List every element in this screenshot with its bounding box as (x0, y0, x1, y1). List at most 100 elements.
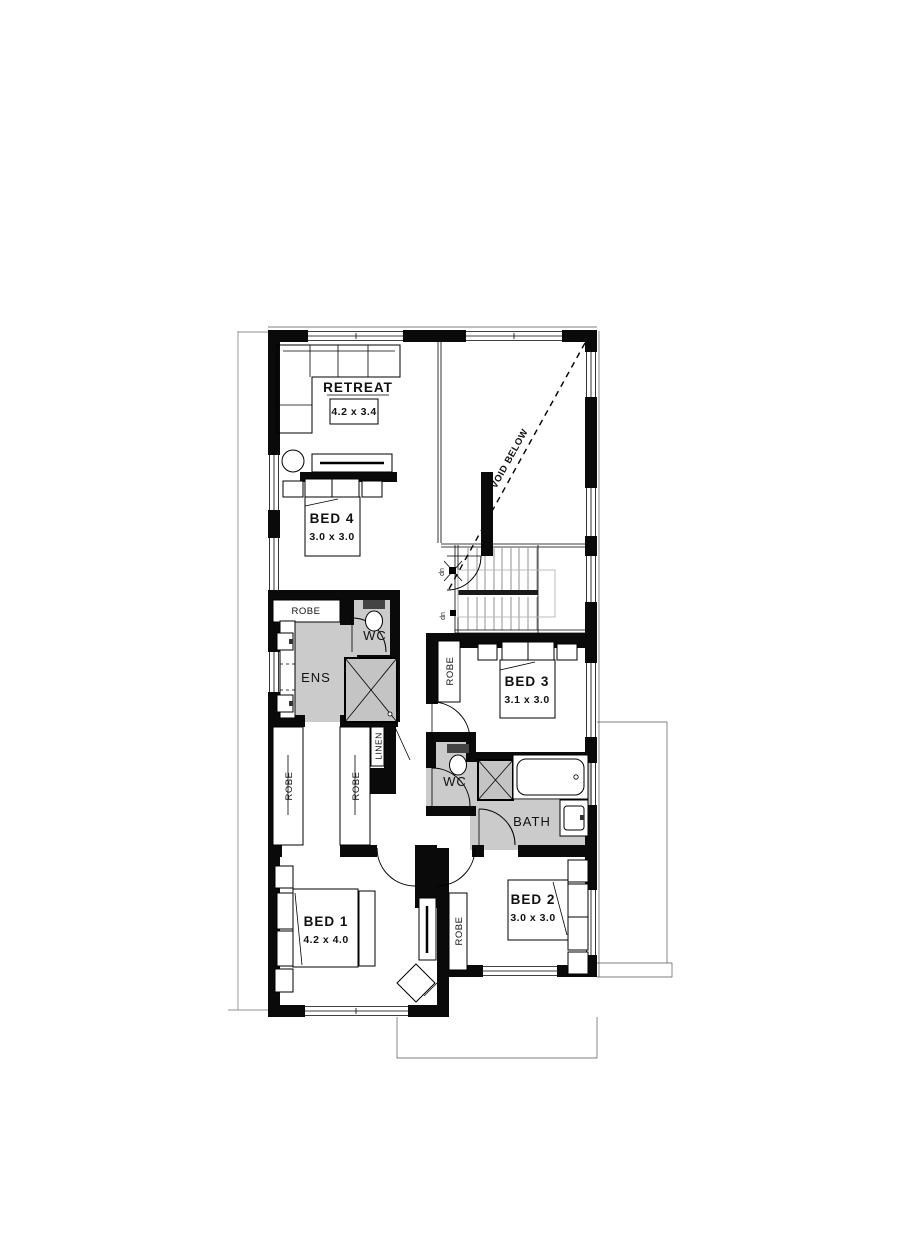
robe-wir-left-label: ROBE (284, 772, 295, 801)
bath-shower (477, 759, 514, 801)
robe-wir-right-label: ROBE (351, 772, 362, 801)
void-dashed-line (448, 342, 586, 590)
bathtub (516, 758, 585, 796)
bath-fixtures (477, 754, 589, 837)
bed-headboard (276, 892, 294, 930)
void-outline-below (457, 569, 556, 618)
linen-label: LINEN (374, 732, 384, 760)
floor-mirror (396, 963, 439, 1003)
tap (289, 639, 293, 644)
bed-headboard (501, 641, 529, 661)
bed2-door (436, 847, 476, 887)
bed (507, 879, 569, 941)
bed4-furniture (282, 478, 383, 557)
bed (292, 888, 359, 968)
stair-handrail (458, 590, 538, 595)
site-boundary-lines (228, 326, 600, 1011)
bed2-dims: 3.0 x 3.0 (510, 912, 555, 924)
bath-door-floor (476, 812, 516, 845)
window-right-1 (586, 352, 596, 397)
stair-treads-upper (467, 548, 538, 590)
bed-headboard (567, 916, 589, 951)
bed3-door (431, 701, 471, 741)
bed1-furniture (274, 865, 439, 1003)
bed-headboard (276, 930, 294, 967)
bedside-table (282, 480, 304, 498)
bed (499, 659, 556, 719)
bedside-table (567, 859, 589, 883)
stair-dn-label-upper: dn (439, 568, 446, 576)
window-top-2 (466, 331, 562, 341)
ensuite-shower (344, 657, 398, 723)
bedside-table (361, 480, 383, 498)
bedside-table (556, 643, 578, 661)
tap (289, 701, 293, 706)
bathtub-drain (573, 774, 579, 780)
window-right-3 (586, 556, 596, 602)
void-below-label: VOID BELOW (489, 427, 531, 490)
bed1-label: BED 1 (304, 914, 349, 929)
window-left-retreat (269, 455, 279, 510)
roof-below-outlines (396, 721, 673, 1059)
robe-bed3-label: ROBE (445, 657, 456, 686)
window-right-2 (586, 488, 596, 536)
linen-cupboard (370, 726, 385, 767)
retreat-dims: 4.2 x 3.4 (331, 406, 376, 418)
bath-label: BATH (513, 814, 551, 829)
linen-door (393, 724, 411, 761)
bed1-door (376, 847, 416, 887)
wc-lower-door (431, 767, 471, 807)
bedside-table (567, 951, 589, 975)
tap (580, 815, 584, 820)
bedside-table (274, 865, 294, 889)
stair-dn-label-lower: dn (440, 612, 447, 620)
bed2-label: BED 2 (511, 892, 556, 907)
bath-door (478, 808, 516, 846)
wc-upper-fixtures (363, 600, 385, 632)
walk-in-robes (272, 726, 371, 846)
stair-treads-lower (467, 597, 538, 630)
bedside-table (274, 968, 294, 993)
retreat-dim-box (329, 398, 379, 425)
side-table (281, 449, 305, 473)
robe-bed3-box (437, 640, 461, 703)
window-left-bed4 (269, 538, 279, 590)
ensuite-fixtures (276, 620, 398, 723)
bed (304, 496, 361, 557)
robe-bed4-label: ROBE (292, 606, 321, 617)
wc-lower-fixtures (447, 744, 469, 776)
windows (269, 331, 596, 1016)
bed3-dims: 3.1 x 3.0 (504, 694, 549, 706)
window-bottom-bed1 (305, 1006, 408, 1016)
bed4-label: BED 4 (310, 511, 355, 526)
void-below-annotation: VOID BELOW (448, 342, 586, 590)
stairs: dn dn (437, 342, 585, 634)
toilet-bowl (449, 754, 467, 776)
robe-bed2-box (448, 892, 468, 971)
toilet-cistern (363, 600, 385, 609)
toilet-cistern (447, 744, 469, 753)
ensuite-label: ENS (301, 670, 331, 685)
toilet-bowl (365, 610, 383, 632)
bed1-dims: 4.2 x 4.0 (303, 934, 348, 946)
bed-headboard (567, 883, 589, 918)
retreat-label: RETREAT (323, 380, 393, 395)
bed-headboard (304, 478, 333, 498)
bed-headboard (331, 478, 360, 498)
bed4-dims: 3.0 x 3.0 (309, 531, 354, 543)
bed-headboard (527, 641, 555, 661)
robe-bed2-label: ROBE (454, 917, 465, 946)
window-right-bed3 (586, 663, 596, 737)
dresser (358, 890, 376, 967)
window-bottom-bed2 (483, 966, 557, 976)
bed3-label: BED 3 (505, 674, 550, 689)
bed2-furniture (448, 859, 589, 975)
bed3-furniture (437, 640, 578, 719)
bedside-table (477, 643, 498, 661)
doors (351, 555, 516, 887)
sofa (276, 344, 401, 434)
wc-lower-label: WC (443, 774, 467, 789)
wc-upper-label: WC (363, 628, 387, 643)
